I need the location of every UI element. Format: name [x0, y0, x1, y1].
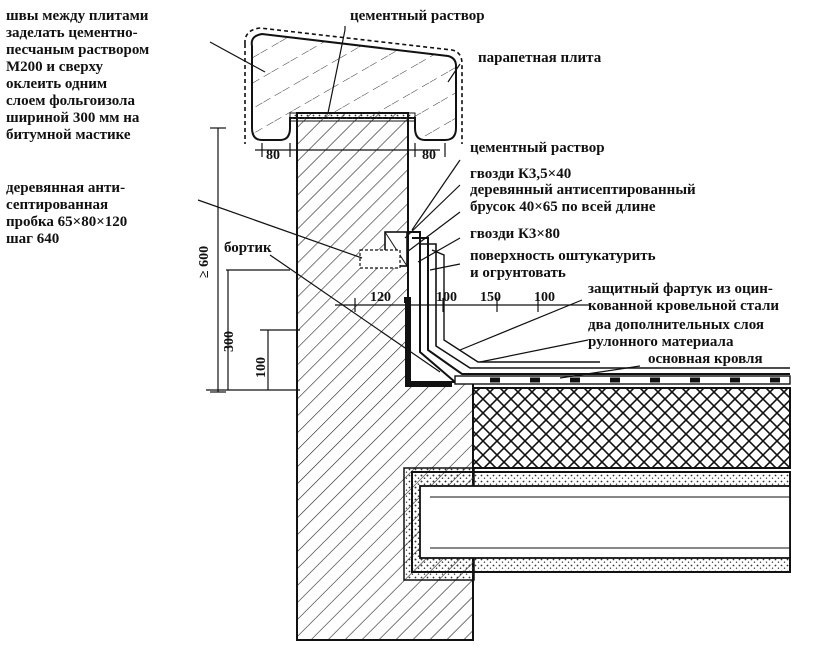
dim-100-vertical: 100 — [254, 357, 269, 378]
label-nails-2: гвозди К3×80 — [470, 226, 560, 242]
label-apron: защитный фартук из оцин-кованной кровель… — [588, 281, 780, 314]
hollow-core-slab — [411, 471, 791, 573]
main-roof-layer — [454, 375, 791, 385]
leader-lines — [197, 26, 641, 379]
dim-120: 120 — [370, 290, 391, 305]
dim-80-left: 80 — [266, 148, 280, 163]
label-nails-1: гвозди К3,5×40 — [470, 166, 572, 182]
label-parapet-slab: парапетная плита — [478, 50, 602, 66]
label-cement-mid: цементный раствор — [470, 140, 605, 156]
dim-150: 150 — [480, 290, 501, 305]
dim-100-a: 100 — [436, 290, 457, 305]
dim-600: ≥ 600 — [197, 245, 212, 278]
wooden-plug — [359, 249, 401, 269]
label-plug: деревянная анти-септированная пробка 65×… — [6, 180, 128, 247]
insulation-layer — [472, 387, 791, 469]
dim-100-b: 100 — [534, 290, 555, 305]
label-bortik: бортик — [224, 240, 272, 256]
label-cement-top: цементный раствор — [350, 8, 485, 24]
cement-mortar-bed — [289, 112, 416, 122]
label-main-roof: основная кровля — [648, 351, 763, 367]
dim-300: 300 — [222, 331, 237, 352]
dim-80-right: 80 — [422, 148, 436, 163]
dimension-lines — [206, 127, 590, 393]
